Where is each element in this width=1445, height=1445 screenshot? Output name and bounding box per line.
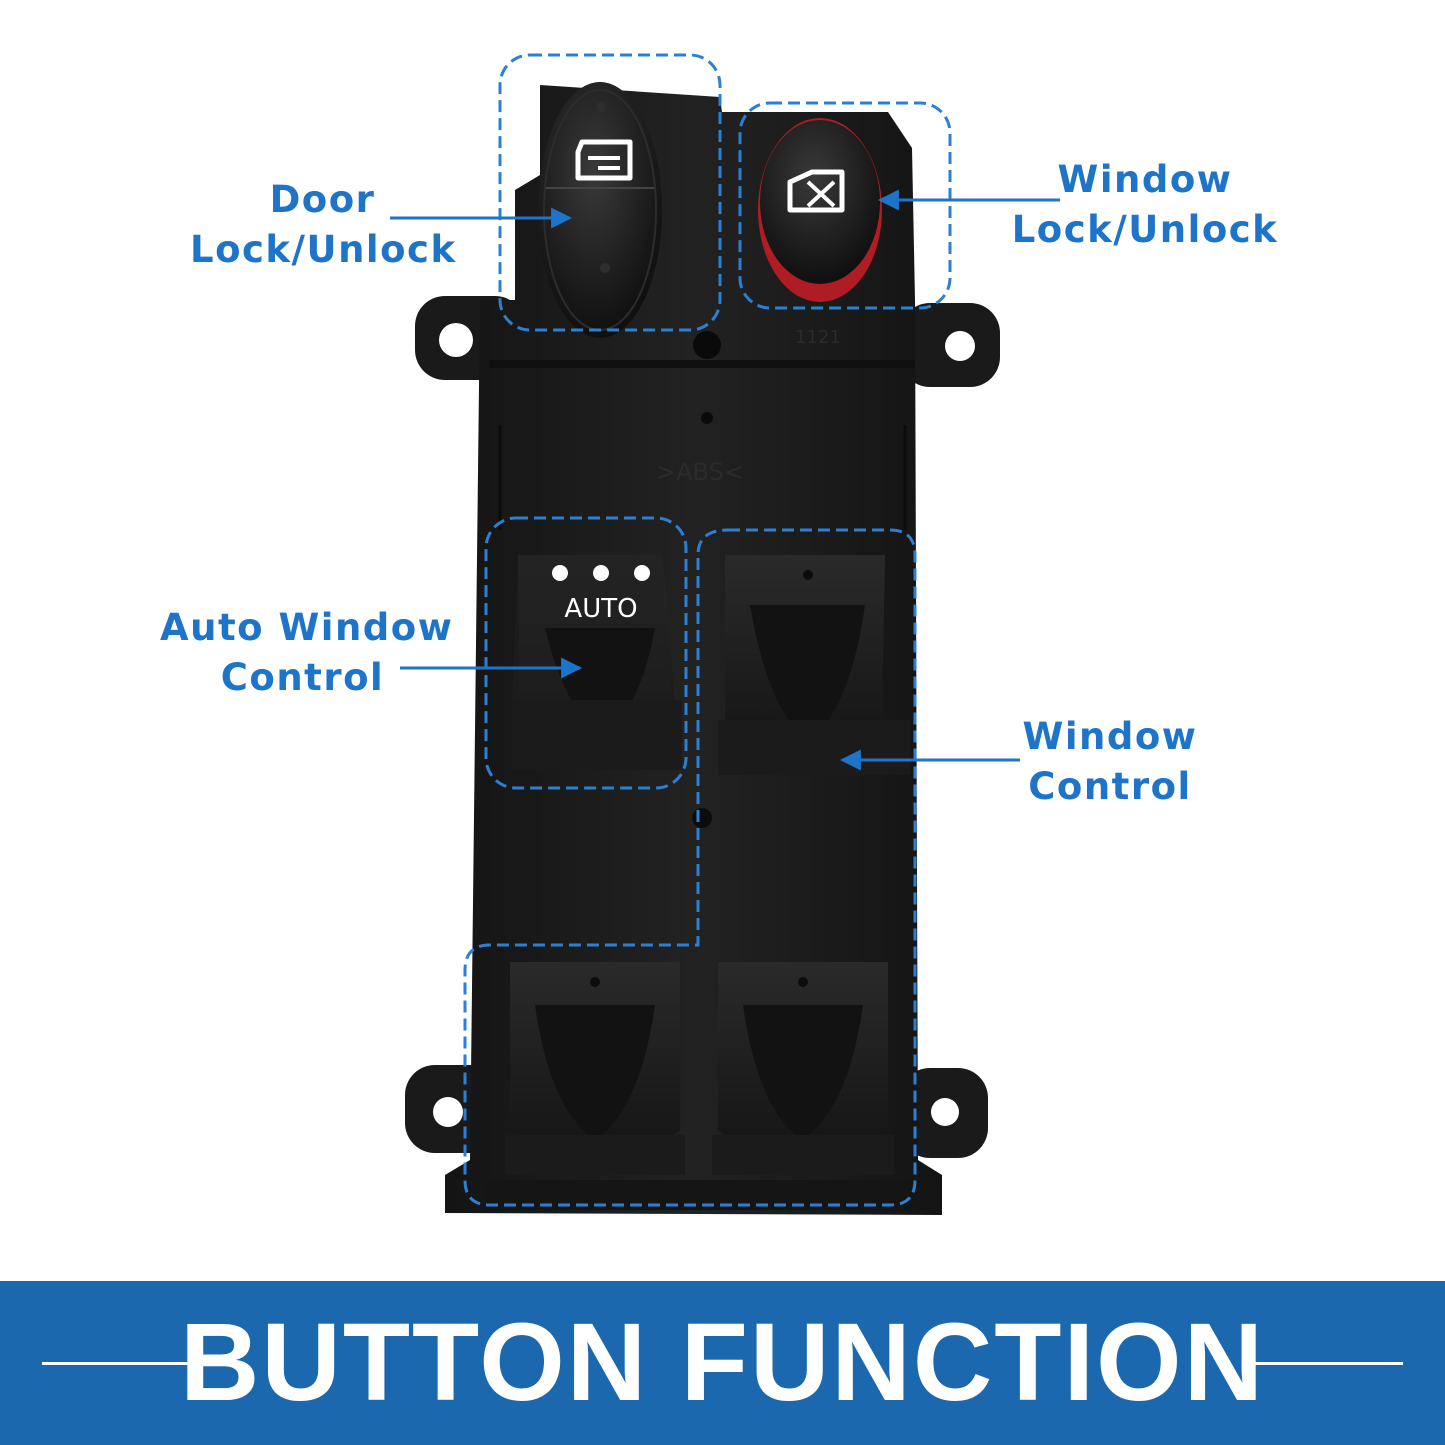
callout-door-lock: Door Lock/Unlock — [190, 175, 455, 275]
title-banner: BUTTON FUNCTION — [0, 1281, 1445, 1445]
window-control-button-rear-right[interactable] — [712, 962, 894, 1175]
window-control-button-front-right[interactable] — [718, 555, 910, 775]
door-lock-button[interactable] — [538, 82, 662, 338]
banner-rule-right — [1255, 1362, 1403, 1365]
callout-window-control-line1: Window — [1022, 715, 1198, 758]
frame-window-lock — [738, 101, 952, 310]
callout-window-control: Window Control — [1010, 712, 1210, 812]
highlight-frames — [463, 53, 952, 1207]
window-lock-icon — [787, 169, 845, 213]
window-lock-button[interactable]: 1121 — [758, 118, 882, 348]
callout-window-control-line2: Control — [1028, 765, 1192, 808]
frame-auto-window — [484, 516, 688, 790]
svg-text:>ABS<: >ABS< — [656, 458, 744, 486]
auto-label: AUTO — [564, 594, 637, 624]
frame-door-lock — [498, 53, 722, 332]
mount-ear-top-right — [900, 303, 1000, 387]
callout-door-lock-line2: Lock/Unlock — [190, 228, 457, 271]
callout-door-lock-line1: Door — [269, 178, 376, 221]
callout-auto-window-line2: Control — [220, 656, 385, 699]
callout-window-lock-line1: Window — [1057, 158, 1233, 201]
window-control-button-rear-left[interactable] — [505, 962, 685, 1175]
svg-text:1121: 1121 — [795, 327, 841, 348]
banner-rule-left — [42, 1362, 194, 1365]
frame-window-control — [463, 528, 917, 1207]
callout-arrows — [390, 189, 1060, 771]
callout-auto-window: Auto Window Control — [160, 603, 454, 703]
door-icon — [575, 139, 633, 181]
callout-window-lock-line2: Lock/Unlock — [1011, 208, 1279, 251]
mount-ear-bottom-right — [900, 1068, 988, 1158]
banner-title: BUTTON FUNCTION — [179, 1301, 1266, 1424]
callout-window-lock: Window Lock/Unlock — [1010, 155, 1280, 255]
callout-auto-window-line1: Auto Window — [160, 606, 454, 649]
auto-window-button[interactable]: AUTO — [512, 555, 682, 770]
